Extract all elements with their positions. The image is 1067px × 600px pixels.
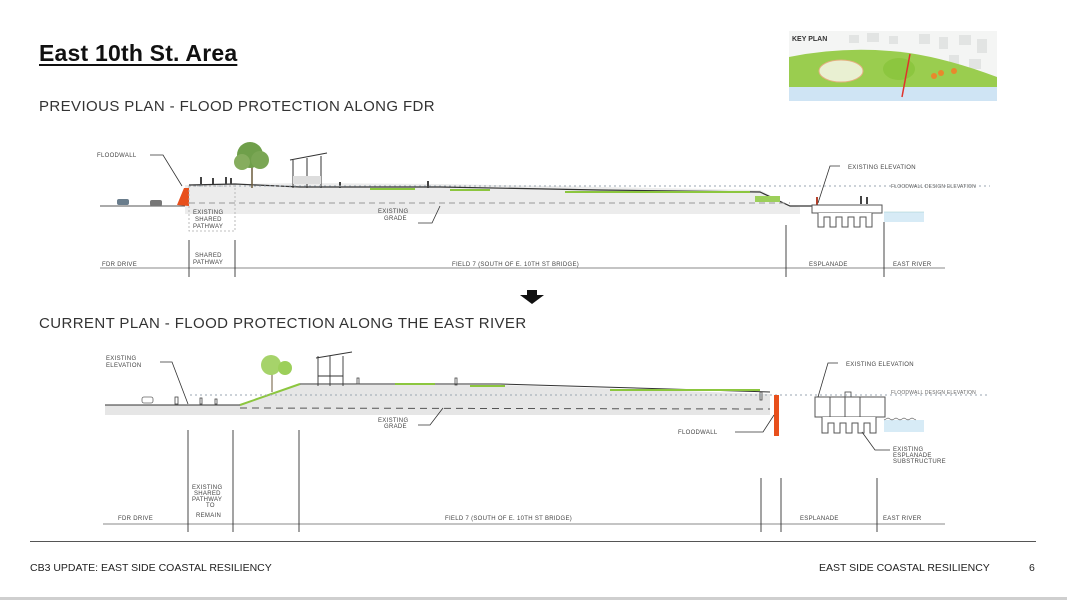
tree-icon (234, 142, 269, 188)
existing-elevation-right-label: EXISTING ELEVATION (846, 362, 914, 368)
tree-icon (261, 355, 292, 392)
footer-right-text: EAST SIDE COASTAL RESILIENCY (819, 562, 990, 574)
zone-shared-pathway-3: PATHWAY (192, 497, 222, 503)
existing-elevation-left-leader (160, 361, 189, 405)
zone-shared-pathway-1: EXISTING (192, 485, 222, 491)
floodwall-label: FLOODWALL (678, 430, 718, 436)
floodwall (177, 188, 189, 206)
park-surface (188, 183, 820, 207)
key-plan-label: KEY PLAN (792, 36, 827, 43)
key-plan-buildings (849, 33, 987, 69)
existing-grade-label-2: GRADE (384, 216, 407, 222)
key-plan-map: KEY PLAN (789, 31, 997, 101)
substructure-label-3: SUBSTRUCTURE (893, 459, 946, 465)
zone-esplanade: ESPLANADE (809, 262, 848, 268)
previous-plan-heading: PREVIOUS PLAN - FLOOD PROTECTION ALONG F… (39, 98, 436, 115)
key-plan-river (789, 87, 997, 101)
cross-section-drawings: FLOODWALL EXISTING ELEVATION FLOODWALL D… (97, 142, 990, 532)
floodwall-label: FLOODWALL (97, 153, 137, 159)
existing-elevation-left-label-1: EXISTING (106, 356, 136, 362)
key-plan-track (818, 59, 864, 83)
existing-shared-pathway-label-3: PATHWAY (193, 224, 223, 230)
pavilion-icon (315, 351, 353, 386)
existing-elevation-label: EXISTING ELEVATION (848, 165, 916, 171)
design-elevation-label: FLOODWALL DESIGN ELEVATION (891, 390, 976, 396)
footer-left-text: CB3 UPDATE: EAST SIDE COASTAL RESILIENCY (30, 562, 272, 574)
zone-esplanade: ESPLANADE (800, 516, 839, 522)
zone-shared-pathway-1: SHARED (195, 253, 222, 259)
zone-east-river: EAST RIVER (883, 516, 922, 522)
floodwall (774, 395, 779, 436)
existing-elevation-leader (817, 165, 840, 204)
floodwall-leader (150, 154, 183, 187)
existing-elevation-right-leader (817, 362, 838, 398)
zone-field7: FIELD 7 (SOUTH OF E. 10TH ST BRIDGE) (445, 516, 572, 522)
current-plan-heading: CURRENT PLAN - FLOOD PROTECTION ALONG TH… (39, 315, 527, 332)
key-plan-section-cut (901, 53, 911, 98)
zone-shared-pathway-2: SHARED (194, 491, 221, 497)
existing-shared-pathway-label-1: EXISTING (193, 210, 223, 216)
zone-ticks (188, 222, 885, 277)
car-icon (117, 199, 129, 205)
page-number: 6 (1029, 562, 1035, 574)
pavilion-icon (289, 152, 328, 188)
river-water (884, 420, 924, 432)
slide-bottom-edge (0, 597, 1067, 600)
existing-grade-leader (418, 407, 444, 426)
esplanade-structure (811, 204, 883, 228)
zone-east-river: EAST RIVER (893, 262, 932, 268)
zone-shared-pathway-2: PATHWAY (193, 260, 223, 266)
existing-grade-leader (418, 205, 441, 224)
existing-grade-label-1: EXISTING (378, 209, 408, 215)
existing-shared-pathway-label-2: SHARED (195, 217, 222, 223)
grass-patch (565, 191, 750, 193)
grass-patch (450, 189, 490, 191)
people-icons (174, 377, 852, 405)
zone-field7: FIELD 7 (SOUTH OF E. 10TH ST BRIDGE) (452, 262, 579, 268)
grass-patch (755, 196, 780, 202)
grass-patch (395, 383, 435, 385)
esplanade-structure (814, 396, 886, 434)
zone-fdr-drive: FDR DRIVE (102, 262, 137, 268)
existing-grade-label-1: EXISTING (378, 418, 408, 424)
zone-shared-pathway-5: REMAIN (196, 513, 221, 519)
footer-divider (30, 541, 1036, 542)
key-plan-lawn (883, 58, 915, 80)
arrow-down-icon (520, 290, 544, 304)
page-title: East 10th St. Area (39, 40, 238, 66)
existing-grade-label-2: GRADE (384, 424, 407, 430)
zone-fdr-drive: FDR DRIVE (118, 516, 153, 522)
substructure-label-2: ESPLANADE (893, 453, 932, 459)
grass-patch (370, 188, 415, 190)
car-icon (141, 396, 154, 404)
people-icons (200, 177, 868, 205)
existing-elevation-left-label-2: ELEVATION (106, 363, 142, 369)
substructure-label-1: EXISTING (893, 447, 923, 453)
water-surface (883, 417, 917, 421)
grass-patch (610, 389, 760, 391)
zone-ticks (187, 430, 878, 532)
substructure-leader (861, 431, 890, 451)
grass-patch (470, 385, 505, 387)
river-water (884, 212, 924, 222)
existing-grade-line (239, 407, 771, 410)
floodwall-leader (735, 414, 775, 433)
previous-plan-section: FLOODWALL EXISTING ELEVATION FLOODWALL D… (97, 142, 990, 277)
zone-shared-pathway-4: TO (206, 503, 215, 509)
current-plan-section: EXISTING ELEVATION EXISTING ELEVATION FL… (103, 351, 990, 532)
car-icon (150, 200, 162, 206)
existing-shared-pathway-box (188, 185, 236, 232)
ground-fill (105, 385, 770, 415)
design-elevation-label: FLOODWALL DESIGN ELEVATION (891, 184, 976, 190)
